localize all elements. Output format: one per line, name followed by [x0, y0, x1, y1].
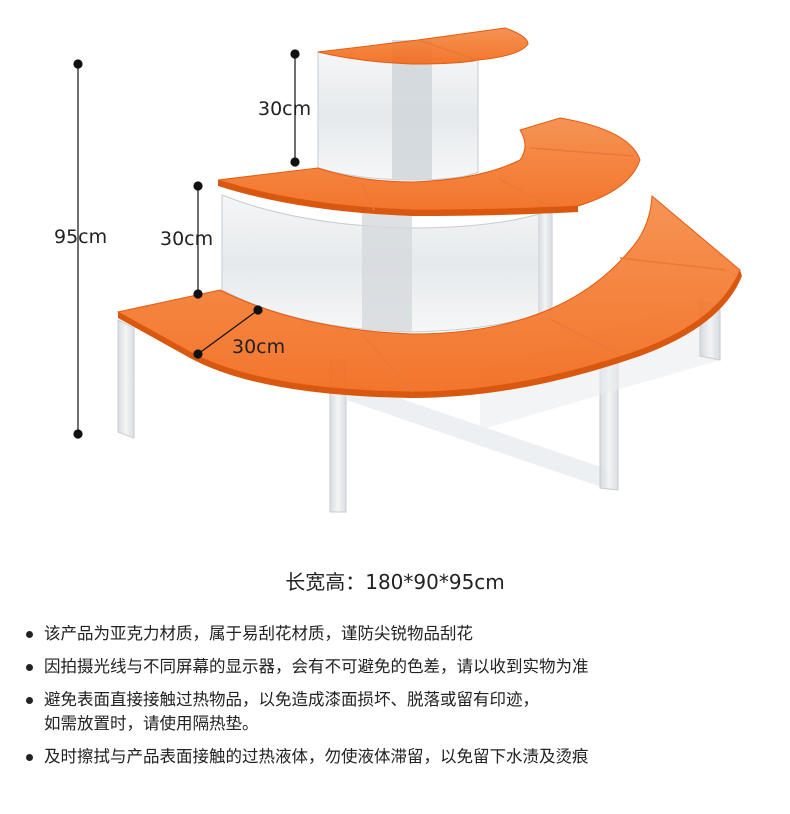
- bullet-icon: [26, 631, 33, 638]
- top-shelf: [317, 27, 529, 65]
- bullet-icon: [26, 754, 33, 761]
- total-height-label: 95cm: [54, 226, 108, 248]
- top-tier-walls: [317, 40, 479, 181]
- middle-tier-height-label: 30cm: [160, 228, 214, 250]
- top-tier-height-label: 30cm: [258, 98, 312, 120]
- dimensions-value: 180*90*95cm: [365, 570, 505, 594]
- middle-shelf: [217, 117, 641, 216]
- bottom-shelf: [116, 194, 742, 398]
- note-item: 及时擦拭与产品表面接触的过热液体，勿使液体滞留，以免留下水渍及烫痕: [26, 745, 776, 769]
- care-notes: 该产品为亚克力材质，属于易刮花材质，谨防尖锐物品刮花 因拍摄光线与不同屏幕的显示…: [26, 622, 776, 778]
- bullet-icon: [26, 697, 33, 704]
- dimension-lines: [73, 49, 300, 439]
- middle-tier-walls: [221, 194, 553, 333]
- note-text: 该产品为亚克力材质，属于易刮花材质，谨防尖锐物品刮花: [44, 624, 473, 643]
- note-item: 避免表面直接接触过热物品，以免造成漆面损坏、脱落或留有印迹， 如需放置时，请使用…: [26, 688, 776, 736]
- note-text: 避免表面直接接触过热物品，以免造成漆面损坏、脱落或留有印迹，: [44, 690, 539, 709]
- note-item: 该产品为亚克力材质，属于易刮花材质，谨防尖锐物品刮花: [26, 622, 776, 646]
- shelf-depth-label: 30cm: [232, 336, 286, 358]
- note-text-continued: 如需放置时，请使用隔热垫。: [44, 714, 259, 733]
- product-illustration: [73, 27, 742, 513]
- dimensions-label: 长宽高：: [285, 570, 366, 594]
- note-item: 因拍摄光线与不同屏幕的显示器，会有不可避免的色差，请以收到实物为准: [26, 655, 776, 679]
- note-text: 因拍摄光线与不同屏幕的显示器，会有不可避免的色差，请以收到实物为准: [44, 657, 589, 676]
- note-text: 及时擦拭与产品表面接触的过热液体，勿使液体滞留，以免留下水渍及烫痕: [44, 747, 589, 766]
- product-dimensions: 长宽高：180*90*95cm: [0, 566, 790, 595]
- bullet-icon: [26, 664, 33, 671]
